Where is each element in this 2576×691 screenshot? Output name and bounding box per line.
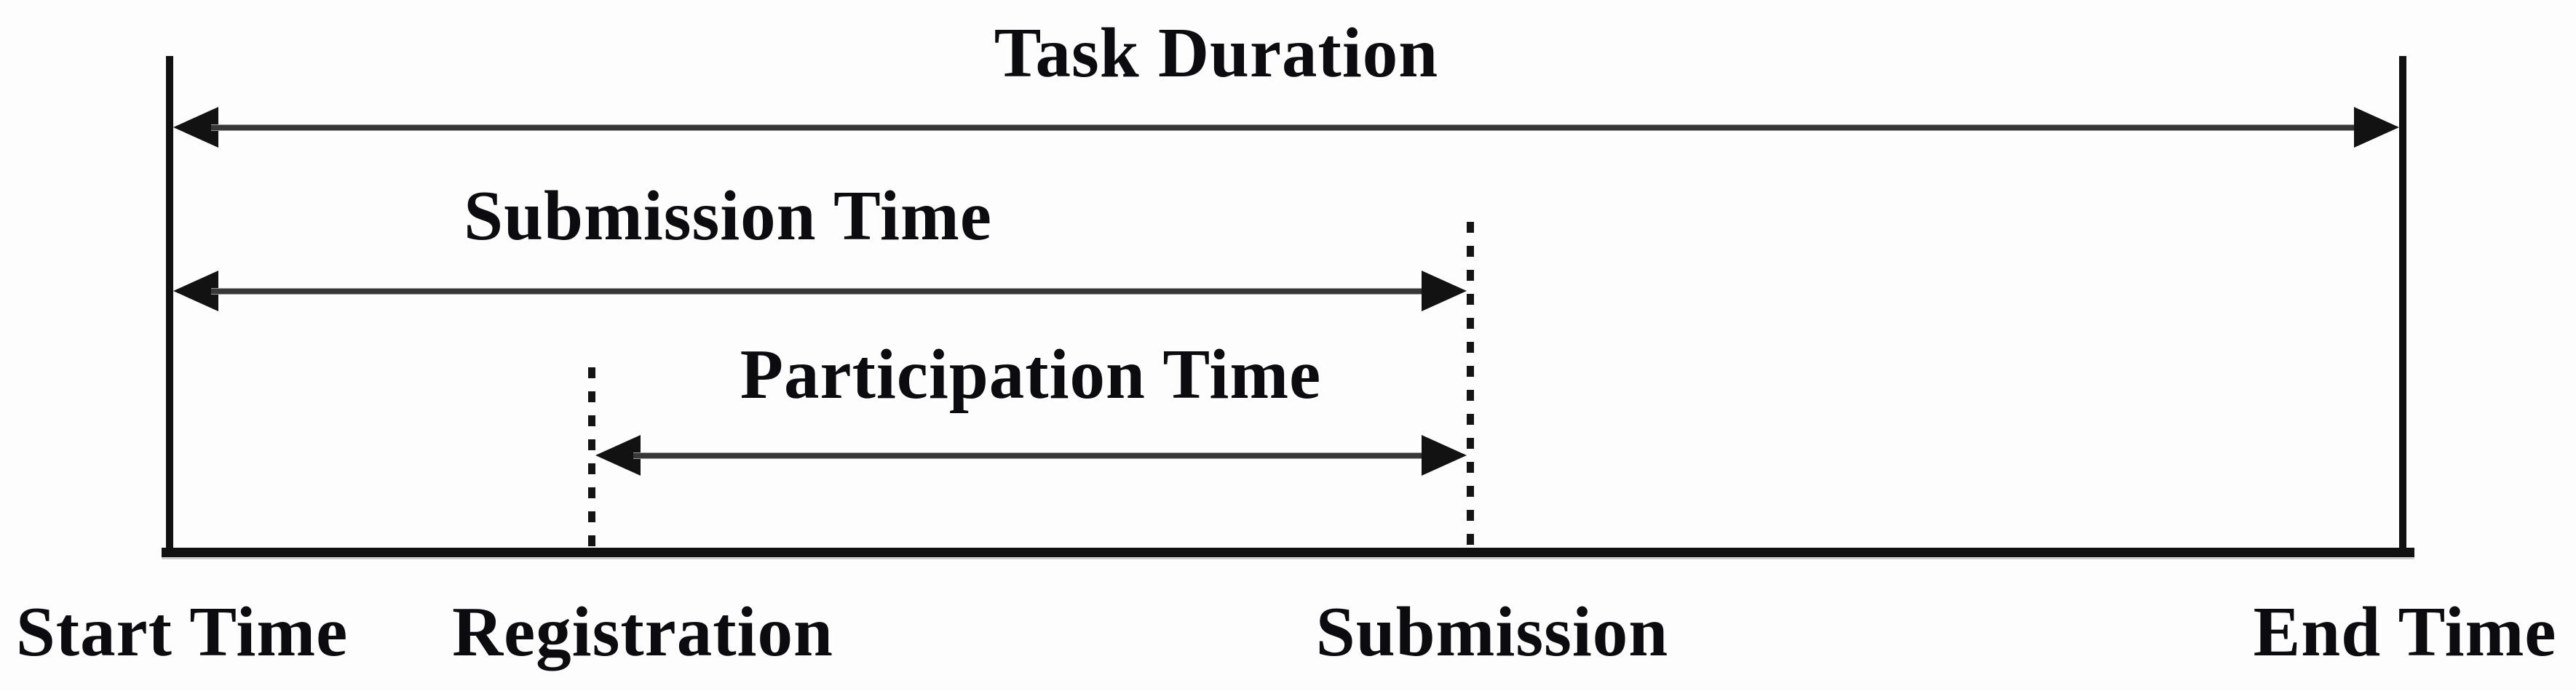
start-time-label: Start Time xyxy=(15,593,349,671)
timeline-axis-line xyxy=(162,548,2414,557)
arrowhead-left-icon xyxy=(173,271,218,311)
participation-time-arrow xyxy=(595,435,1467,476)
task-duration-label: Task Duration xyxy=(994,14,1439,92)
submission-dotted-line xyxy=(1467,222,1474,556)
end-time-label: End Time xyxy=(2253,593,2557,671)
task-duration-arrow xyxy=(173,107,2399,148)
submission-time-label: Submission Time xyxy=(464,177,992,255)
start-boundary-line xyxy=(166,56,173,557)
arrowhead-right-icon xyxy=(1422,435,1467,476)
arrowhead-left-icon xyxy=(595,435,641,476)
arrow-shaft xyxy=(211,289,1429,294)
registration-dotted-line xyxy=(588,367,595,556)
registration-label: Registration xyxy=(452,593,833,671)
submission-label: Submission xyxy=(1315,593,1669,671)
end-boundary-line xyxy=(2399,56,2406,557)
arrowhead-left-icon xyxy=(173,107,218,148)
arrow-shaft xyxy=(211,125,2361,130)
arrow-shaft xyxy=(633,453,1429,458)
submission-time-arrow xyxy=(173,271,1467,311)
arrowhead-right-icon xyxy=(2354,107,2399,148)
arrowhead-right-icon xyxy=(1422,271,1467,311)
participation-time-label: Participation Time xyxy=(740,335,1322,413)
